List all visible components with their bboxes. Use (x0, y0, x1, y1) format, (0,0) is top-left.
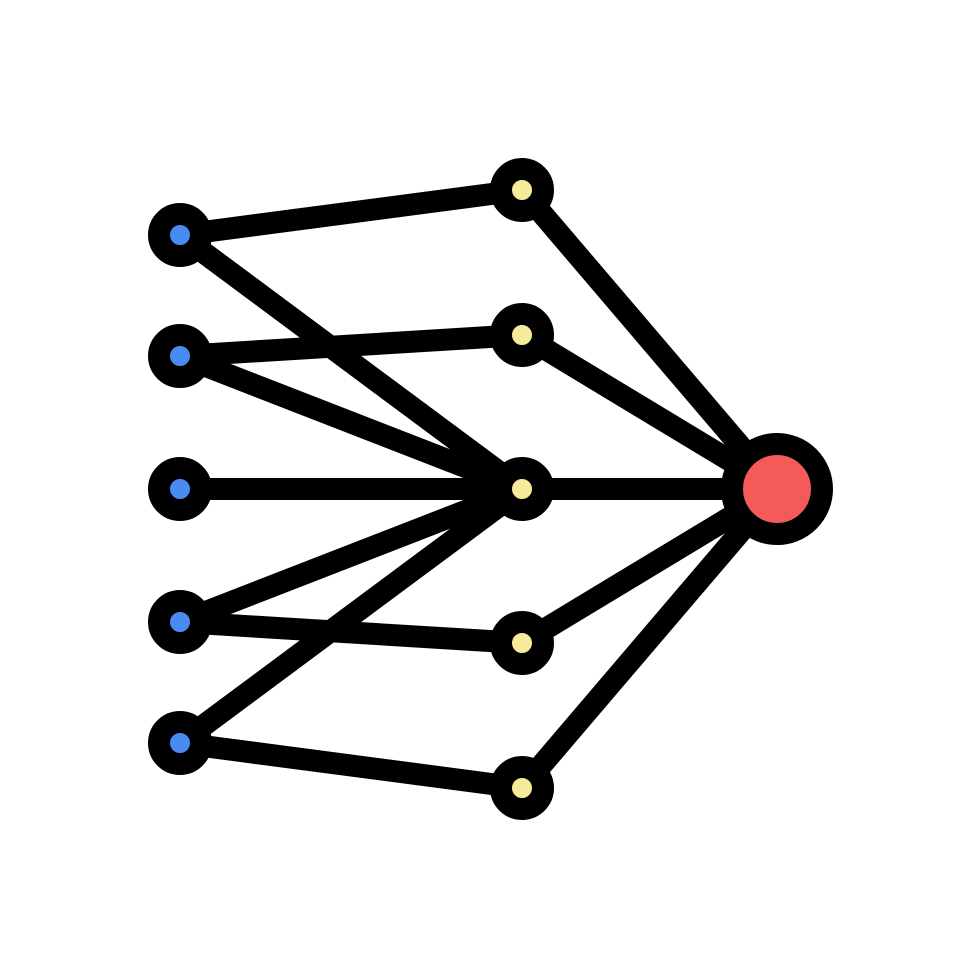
edge-in-1-h-1 (169, 179, 533, 246)
input-node-in-4 (148, 590, 212, 654)
hidden-node-h-2 (490, 303, 554, 367)
hidden-node-h-5 (490, 756, 554, 820)
nodes (148, 158, 833, 820)
edge-in-2-h-2 (169, 324, 533, 367)
edge-h-5-out-1 (511, 478, 788, 799)
input-node-in-1 (148, 203, 212, 267)
hidden-node-h-4 (490, 611, 554, 675)
hidden-node-h-1 (490, 158, 554, 222)
input-node-in-5 (148, 711, 212, 775)
edge-in-2-h-3 (169, 345, 533, 500)
output-node-out-1 (721, 433, 833, 545)
edge-in-4-h-4 (169, 611, 533, 654)
edge-in-5-h-5 (169, 732, 533, 799)
connections (169, 179, 788, 799)
edge-in-5-h-3 (169, 478, 533, 754)
edge-h-1-out-1 (511, 179, 788, 500)
edge-in-1-h-3 (169, 224, 533, 500)
input-node-in-2 (148, 324, 212, 388)
input-node-in-3 (148, 457, 212, 521)
hidden-node-h-3 (490, 457, 554, 521)
edge-in-4-h-3 (169, 478, 533, 633)
